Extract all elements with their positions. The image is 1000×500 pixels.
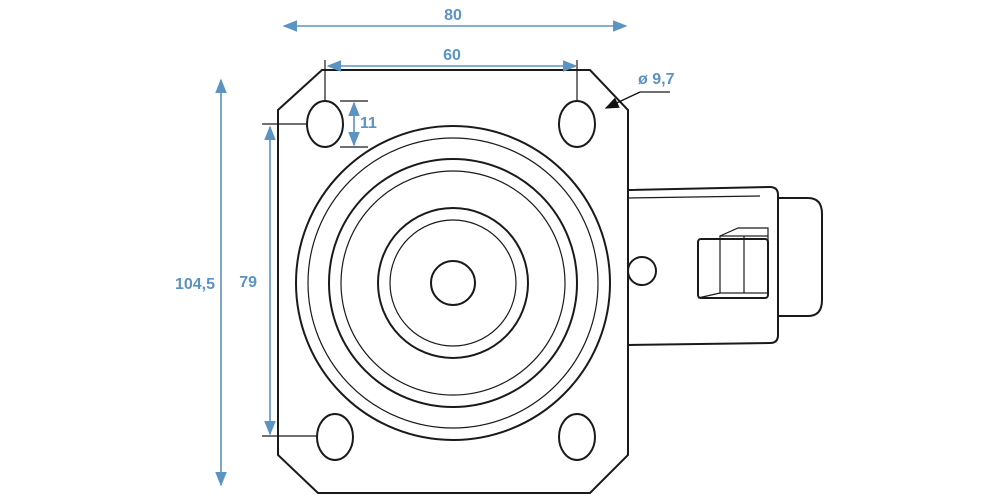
dimension-label-hole-diameter: ø 9,7 (638, 71, 675, 88)
dimension-hole-spacing-horizontal: 60 (324, 47, 578, 102)
dimension-label-80: 80 (444, 7, 462, 24)
dimension-label-104-5: 104,5 (175, 276, 215, 293)
brake-lever (627, 185, 823, 346)
bolt-hole-top-left (306, 100, 344, 148)
bolt-hole-bottom-right (558, 413, 596, 461)
dimension-label-11: 11 (360, 115, 377, 132)
bolt-hole-top-right (558, 100, 596, 148)
swivel-housing (295, 125, 611, 441)
dimension-overall-width: 80 (282, 7, 628, 32)
mounting-plate (277, 69, 629, 494)
dimension-hole-spacing-vertical: 79 (239, 123, 318, 437)
dimension-label-60: 60 (443, 47, 461, 64)
dimension-hole-diameter: ø 9,7 (604, 71, 675, 109)
bolt-hole-bottom-left (316, 413, 354, 461)
center-axle (430, 260, 476, 306)
dimension-hole-length: 11 (340, 100, 377, 148)
dimension-overall-height: 104,5 (175, 78, 227, 487)
dimension-label-79: 79 (239, 274, 257, 291)
